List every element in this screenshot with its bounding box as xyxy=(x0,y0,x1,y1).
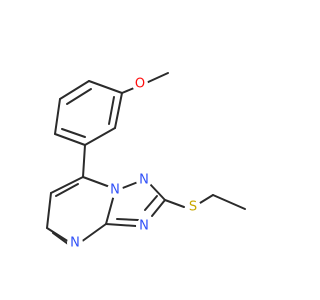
nitrogen-label-bridgehead: N xyxy=(110,183,120,198)
bond-benzene-6 xyxy=(114,92,123,129)
bond-pyrimidine-6 xyxy=(82,176,111,188)
bond-set xyxy=(46,72,246,245)
bond-pyrimidine-1 xyxy=(50,176,84,194)
bond-triazole-sulfur xyxy=(164,199,185,208)
bond-pyrimidine-double-1 xyxy=(55,183,79,197)
bond-oxygen-aryl xyxy=(121,87,135,94)
bond-sulfur-ethyl xyxy=(199,194,214,204)
bond-benzene-4 xyxy=(54,133,86,146)
bond-benzene-2 xyxy=(59,80,90,100)
molecule-structure-diagram: O N N N N S xyxy=(46,72,246,251)
nitrogen-label-triazole-top: N xyxy=(139,173,149,188)
bond-benzene-double-3 xyxy=(108,96,115,125)
atom-labels: O N N N N S xyxy=(67,76,201,251)
bond-benzene-5 xyxy=(84,127,116,146)
bond-benzene-3 xyxy=(54,98,61,135)
bond-triazole-1 xyxy=(105,223,137,227)
bond-triazole-4 xyxy=(151,199,166,217)
bond-pyrimidine-double-2 xyxy=(52,232,69,245)
oxygen-label: O xyxy=(135,77,145,92)
bond-pyrimidine-4 xyxy=(80,223,107,243)
bond-triazole-2 xyxy=(119,181,139,190)
bond-pyrimidine-2 xyxy=(46,192,52,229)
sulfur-label: S xyxy=(189,200,197,215)
bond-benzene-double-1 xyxy=(66,88,92,105)
bond-ethyl xyxy=(212,194,246,210)
bond-triazole-3 xyxy=(148,182,166,201)
bond-aryl-pyrimidine xyxy=(82,144,86,178)
bond-triazole-double-1 xyxy=(116,218,139,221)
bond-pyrimidine-3 xyxy=(46,227,70,243)
bond-benzene-double-2 xyxy=(61,128,86,138)
nitrogen-label-triazole-bottom: N xyxy=(139,219,149,234)
nitrogen-label-pyrimidine: N xyxy=(70,236,80,251)
bond-benzene-1 xyxy=(88,80,123,94)
bond-methyl-oxygen xyxy=(145,72,169,84)
bond-triazole-double-2 xyxy=(144,195,158,211)
